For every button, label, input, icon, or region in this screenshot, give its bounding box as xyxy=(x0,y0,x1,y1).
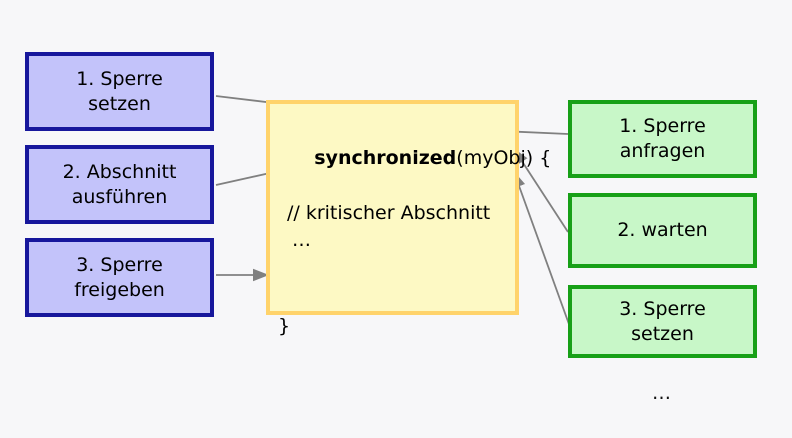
node-step-3-line1: 3. Sperre xyxy=(76,253,163,276)
node-step-1-line1: 1. Sperre xyxy=(76,67,163,90)
node-lock-1[interactable]: 1. Sperre anfragen xyxy=(568,100,757,178)
arrow-lock3-to-code xyxy=(513,170,571,328)
node-step-3[interactable]: 3. Sperre freigeben xyxy=(25,238,214,317)
right-column-ellipsis: … xyxy=(652,382,673,404)
node-lock-3-line1: 3. Sperre xyxy=(619,297,706,320)
code-line-ellipsis: … xyxy=(292,229,313,252)
node-lock-1-line1: 1. Sperre xyxy=(619,115,706,138)
node-lock-2[interactable]: 2. warten xyxy=(568,193,757,268)
node-lock-3[interactable]: 3. Sperre setzen xyxy=(568,285,757,358)
node-step-3-line2: freigeben xyxy=(74,278,165,301)
code-keyword: synchronized xyxy=(314,147,457,170)
node-step-2-line2: ausführen xyxy=(71,185,168,208)
node-lock-3-line2: setzen xyxy=(631,322,694,345)
node-step-2-line1: 2. Abschnitt xyxy=(62,160,177,183)
node-step-1[interactable]: 1. Sperre setzen xyxy=(25,52,214,131)
node-step-2[interactable]: 2. Abschnitt ausführen xyxy=(25,145,214,224)
node-step-1-line2: setzen xyxy=(88,92,151,115)
node-lock-1-line2: anfragen xyxy=(619,140,706,162)
code-line-comment: // kritischer Abschnitt xyxy=(287,202,491,225)
code-signature: (myObj) { xyxy=(456,147,552,170)
code-line-closing-brace: } xyxy=(278,314,291,337)
code-line-synchronized: synchronized(myObj) { xyxy=(270,118,551,200)
code-block: synchronized(myObj) { // kritischer Absc… xyxy=(266,100,551,337)
node-lock-2-line1: 2. warten xyxy=(617,219,708,242)
